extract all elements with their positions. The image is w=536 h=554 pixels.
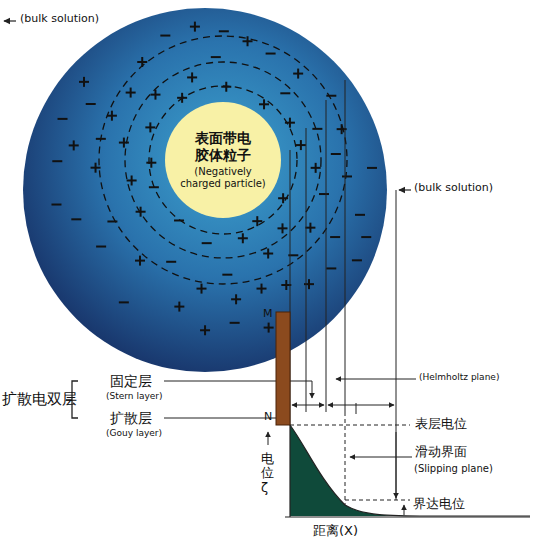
axis-label: 距离(X) [313,524,358,539]
point-label: N [264,411,272,424]
bulk-solution-label: (bulk solution) [414,182,493,195]
bulk-solution-label: (bulk solution) [20,13,99,26]
axis-label: 电位ζ [261,452,274,495]
layer-label: (Stern layer) [106,391,163,401]
layer-label: 固定层 [110,373,152,389]
layer-label: 扩散层 [110,410,152,426]
potential-label: 界达电位 [413,497,465,512]
point-label: M [263,308,273,321]
particle-subtitle: (Negatively charged particle) [180,166,266,190]
potential-label: 表层电位 [415,417,467,432]
plane-label: (Slipping plane) [414,463,493,475]
plane-label: 滑动界面 [415,445,467,460]
particle-circle: 表面带电 胶体粒子(Negatively charged particle) [165,102,281,218]
particle-title: 表面带电 胶体粒子 [191,130,255,164]
layer-label: (Gouy layer) [106,428,162,438]
plane-label: (Helmholtz plane) [419,372,499,382]
group-label: 扩散电双层 [2,391,77,408]
